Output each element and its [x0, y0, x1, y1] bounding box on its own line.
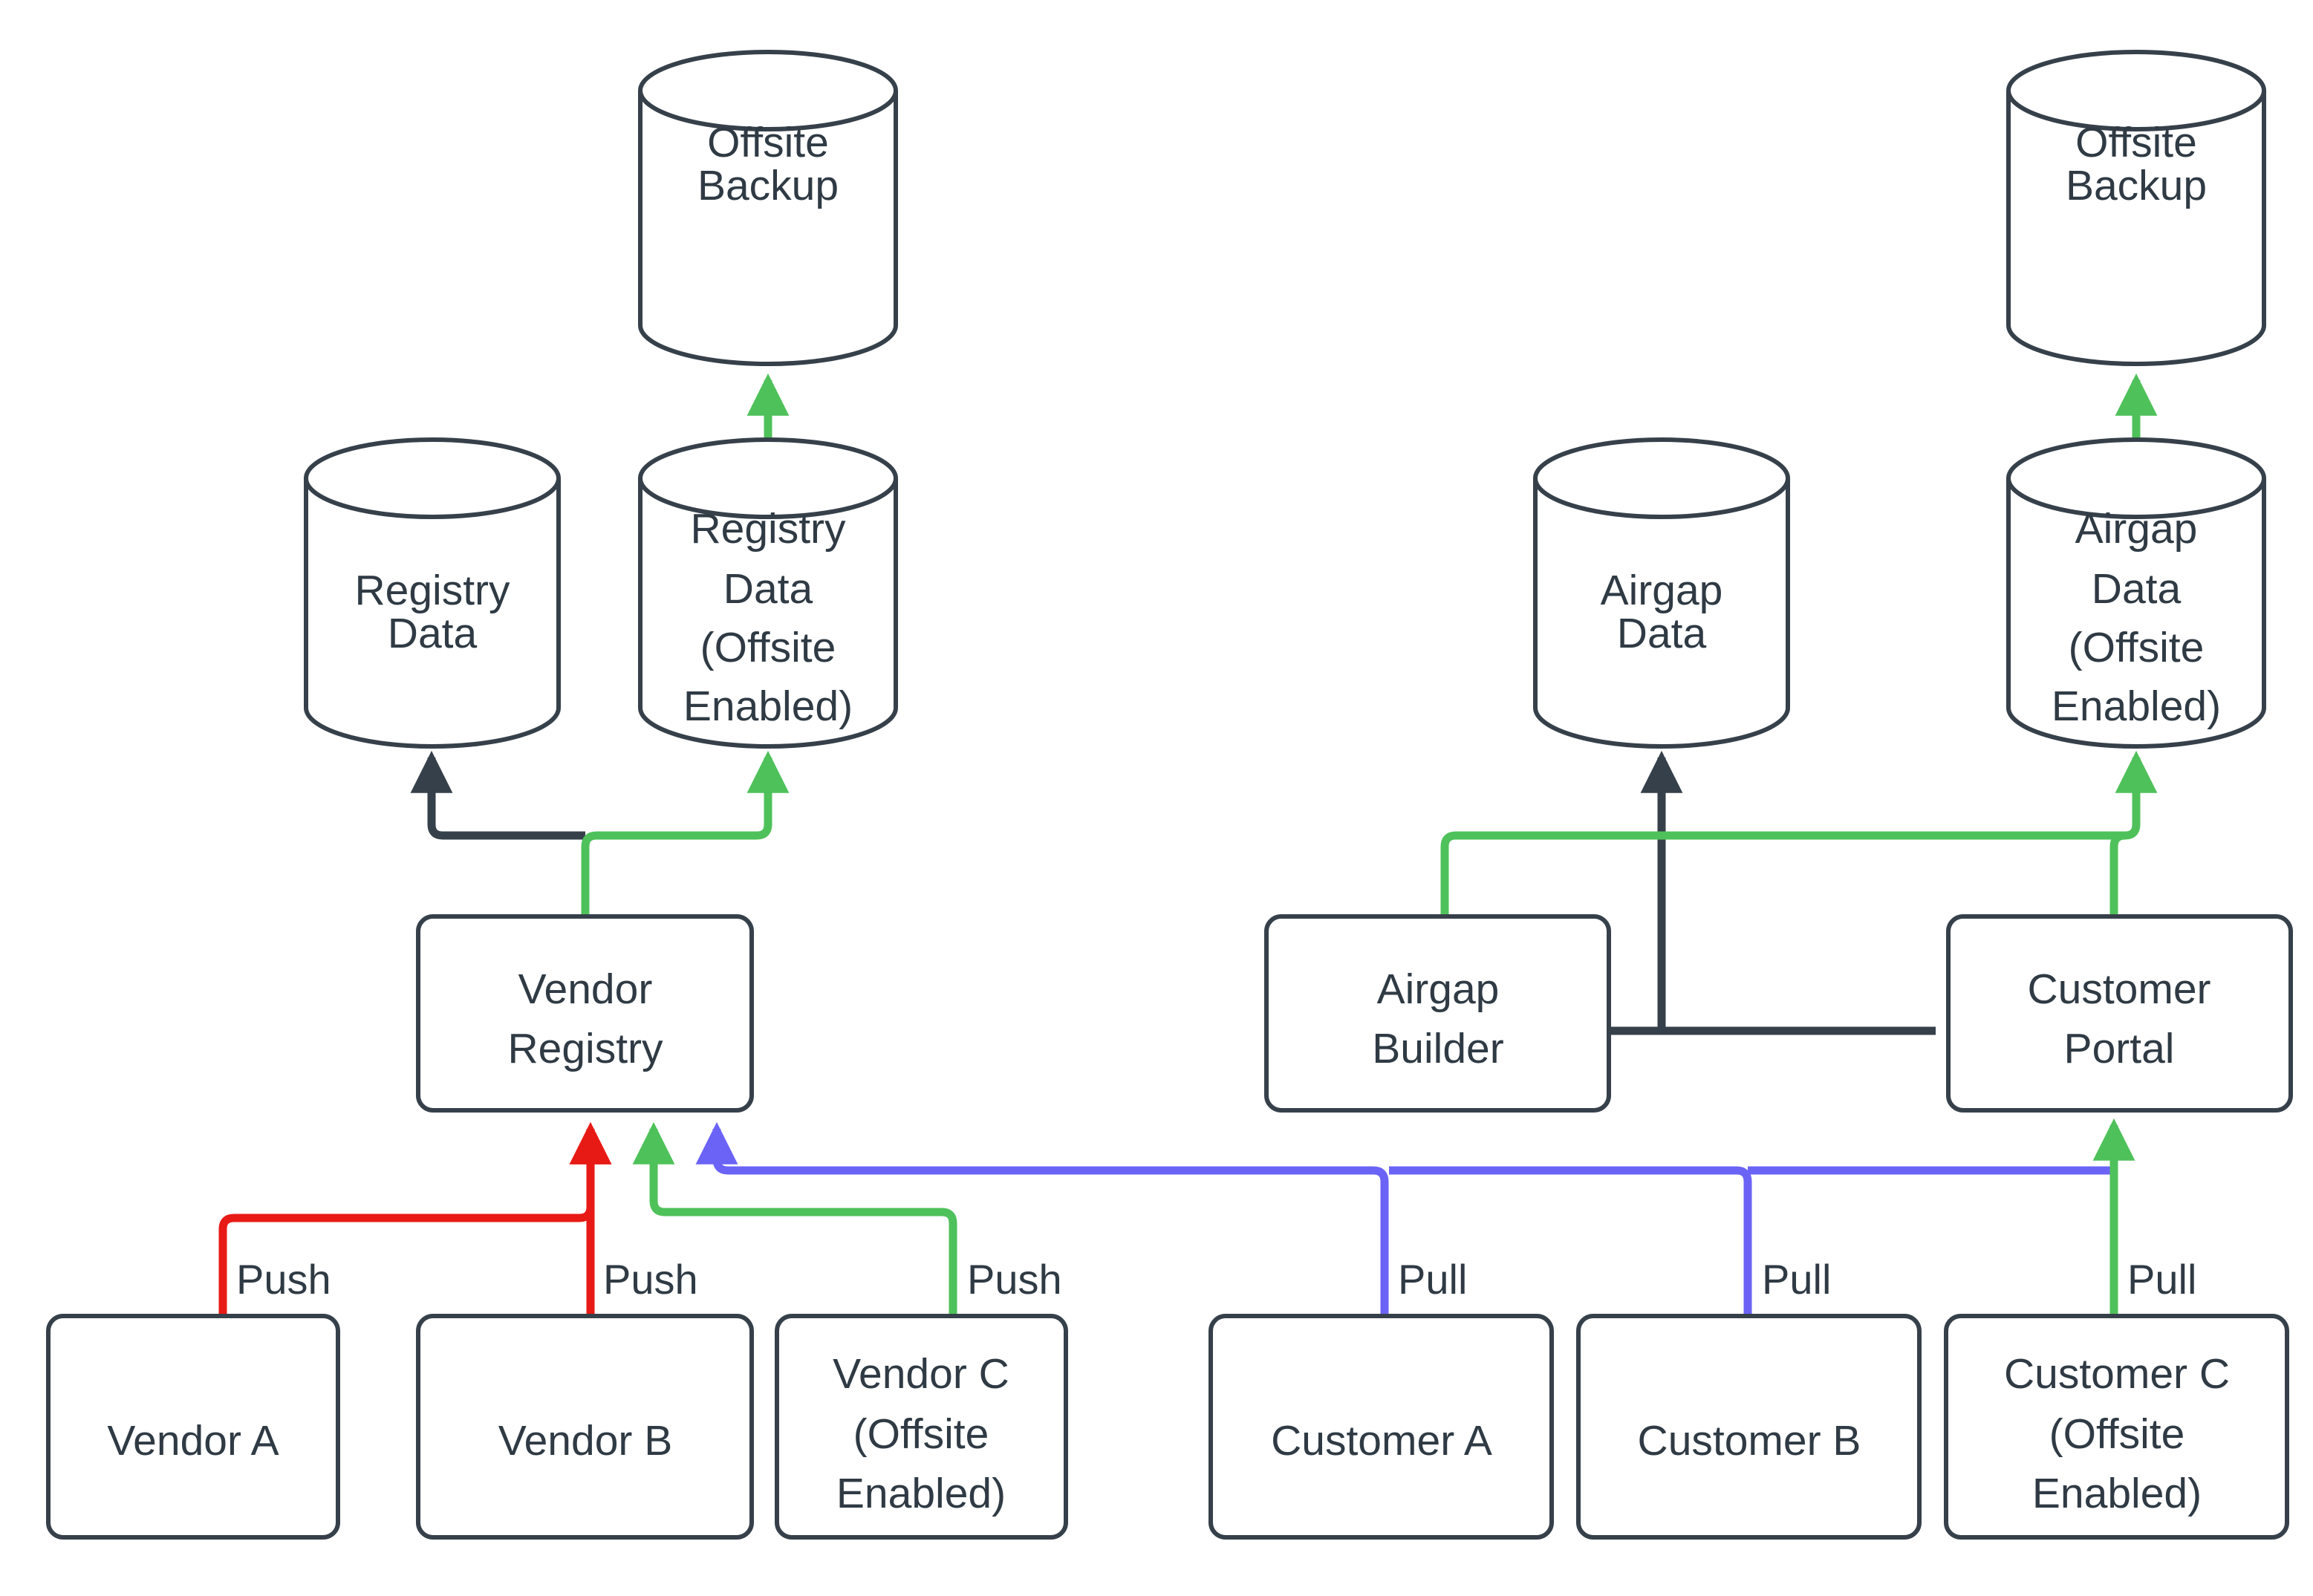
edge-label-vendor-a-push: Push [236, 1256, 331, 1303]
edge-customer-c-pull: Pull [2092, 1118, 2196, 1316]
vendor-registry-label-line1: Vendor [518, 965, 653, 1013]
airgap-builder-box [1264, 914, 1611, 1113]
offsite-backup-right-label-line2: Backup [2066, 162, 2207, 209]
registry-data-offsite-top-ellipse [638, 478, 898, 519]
customer-a-label: Customer A [1271, 1417, 1492, 1465]
edge-label-customer-c-pull: Pull [2127, 1256, 2196, 1303]
edge-portal-to-airgap-data [1609, 750, 1936, 1035]
airgap-data-offsite-body [2006, 437, 2266, 749]
edge-vendor-c-push: Push [632, 1121, 1062, 1316]
node-registry-data[interactable]: Registry Data [304, 437, 561, 749]
offsite-backup-left-label-line2: Backup [697, 162, 839, 209]
customer-c-label-line3: Enabled) [2032, 1470, 2202, 1517]
vendor-c-label-line3: Enabled) [836, 1470, 1006, 1517]
registry-data-offsite-label-line1: Registry [690, 505, 846, 553]
customer-c-box [1944, 1314, 2289, 1540]
offsite-backup-left-body [638, 50, 898, 366]
node-airgap-data-offsite[interactable]: Airgap Data (Offsite Enabled) [2006, 437, 2266, 749]
edge-layer: Push Push Push Pull Pull Pull [218, 373, 2196, 1316]
airgap-data-offsite-label-line4: Enabled) [2052, 683, 2221, 730]
node-vendor-a[interactable]: Vendor A [46, 1314, 340, 1540]
airgap-data-offsite-label-line1: Airgap [2075, 505, 2198, 553]
edge-builder-to-airgap-data-offsite [1440, 831, 1988, 916]
offsite-backup-right-body [2006, 50, 2266, 366]
edge-label-vendor-c-push: Push [967, 1256, 1062, 1303]
edge-registry-to-registry-data-offsite [581, 750, 790, 916]
registry-data-label-line1: Registry [354, 567, 510, 614]
customer-b-box [1576, 1314, 1922, 1540]
vendor-c-box [775, 1314, 1068, 1540]
vendor-b-box [416, 1314, 754, 1540]
vendor-b-label: Vendor B [498, 1417, 673, 1465]
node-airgap-data[interactable]: Airgap Data [1533, 437, 1790, 749]
registry-data-offsite-body [638, 437, 898, 749]
node-customer-a[interactable]: Customer A [1208, 1314, 1554, 1540]
edge-path-registry-data-offsite [581, 750, 790, 916]
customer-portal-label-line1: Customer [2027, 965, 2210, 1013]
customer-b-label: Customer B [1638, 1417, 1861, 1465]
airgap-builder-label-line1: Airgap [1377, 965, 1500, 1013]
customer-portal-box [1946, 914, 2293, 1113]
edge-label-customer-b-pull: Pull [1762, 1256, 1831, 1303]
node-vendor-b[interactable]: Vendor B [416, 1314, 754, 1540]
edge-vendor-b-push: Push [569, 1121, 698, 1316]
airgap-data-offsite-top-ellipse [2006, 478, 2266, 519]
node-vendor-c[interactable]: Vendor C (Offsite Enabled) [775, 1314, 1068, 1540]
node-customer-c[interactable]: Customer C (Offsite Enabled) [1944, 1314, 2289, 1540]
registry-data-offsite-label-line4: Enabled) [683, 683, 853, 730]
edge-path-customer-a [695, 1121, 1389, 1316]
airgap-builder-label-line2: Builder [1372, 1025, 1503, 1072]
edge-registry-to-registry-data [410, 750, 585, 840]
registry-data-offsite-label-line3: (Offsite [700, 624, 836, 671]
node-vendor-registry[interactable]: Vendor Registry [416, 914, 754, 1113]
vendor-registry-box [416, 914, 754, 1113]
edge-label-customer-a-pull: Pull [1398, 1256, 1467, 1303]
vendor-c-label-line2: (Offsite [853, 1410, 989, 1458]
node-registry-data-offsite[interactable]: Registry Data (Offsite Enabled) [638, 437, 898, 749]
edge-path-vendor-c [632, 1121, 957, 1316]
offsite-backup-left-top-ellipse [638, 90, 898, 131]
node-customer-portal[interactable]: Customer Portal [1946, 914, 2293, 1113]
edge-customer-a-pull: Pull [695, 1121, 1467, 1316]
airgap-data-offsite-label-line2: Data [2092, 565, 2182, 613]
vendor-a-box [46, 1314, 340, 1540]
registry-data-top-ellipse [304, 478, 561, 519]
vendor-a-label: Vendor A [107, 1417, 279, 1465]
customer-a-box [1208, 1314, 1554, 1540]
offsite-backup-left-label-line1: Offsite [707, 119, 829, 166]
customer-c-label-line1: Customer C [2004, 1350, 2230, 1398]
airgap-data-top-ellipse [1533, 478, 1790, 519]
registry-data-offsite-label-line2: Data [723, 565, 813, 613]
registry-data-body [304, 437, 561, 749]
airgap-data-label-line2: Data [1617, 610, 1707, 657]
airgap-data-offsite-label-line3: (Offsite [2069, 624, 2205, 671]
node-airgap-builder[interactable]: Airgap Builder [1264, 914, 1611, 1113]
registry-data-label-line2: Data [388, 610, 478, 657]
edge-path-registry-data [410, 750, 585, 840]
edge-label-vendor-b-push: Push [603, 1256, 698, 1303]
node-offsite-backup-right[interactable]: Offsite Backup [2006, 50, 2266, 366]
edge-customer-b-pull: Pull [1389, 1166, 1831, 1316]
edge-path-customer-b [1389, 1166, 1752, 1316]
customer-c-label-line2: (Offsite [2049, 1410, 2185, 1458]
customer-portal-label-line2: Portal [2064, 1025, 2175, 1072]
airgap-data-label-line1: Airgap [1601, 567, 1723, 614]
vendor-registry-label-line2: Registry [507, 1025, 663, 1072]
edge-path-builder-offsite [1440, 831, 1988, 916]
edge-portal-to-airgap-data-offsite [1988, 750, 2158, 916]
node-customer-b[interactable]: Customer B [1576, 1314, 1922, 1540]
node-offsite-backup-left[interactable]: Offsite Backup [638, 50, 898, 366]
vendor-c-label-line1: Vendor C [833, 1350, 1009, 1398]
offsite-backup-right-top-ellipse [2006, 90, 2266, 131]
offsite-backup-right-label-line1: Offsite [2075, 119, 2197, 166]
airgap-data-body [1533, 437, 1790, 749]
